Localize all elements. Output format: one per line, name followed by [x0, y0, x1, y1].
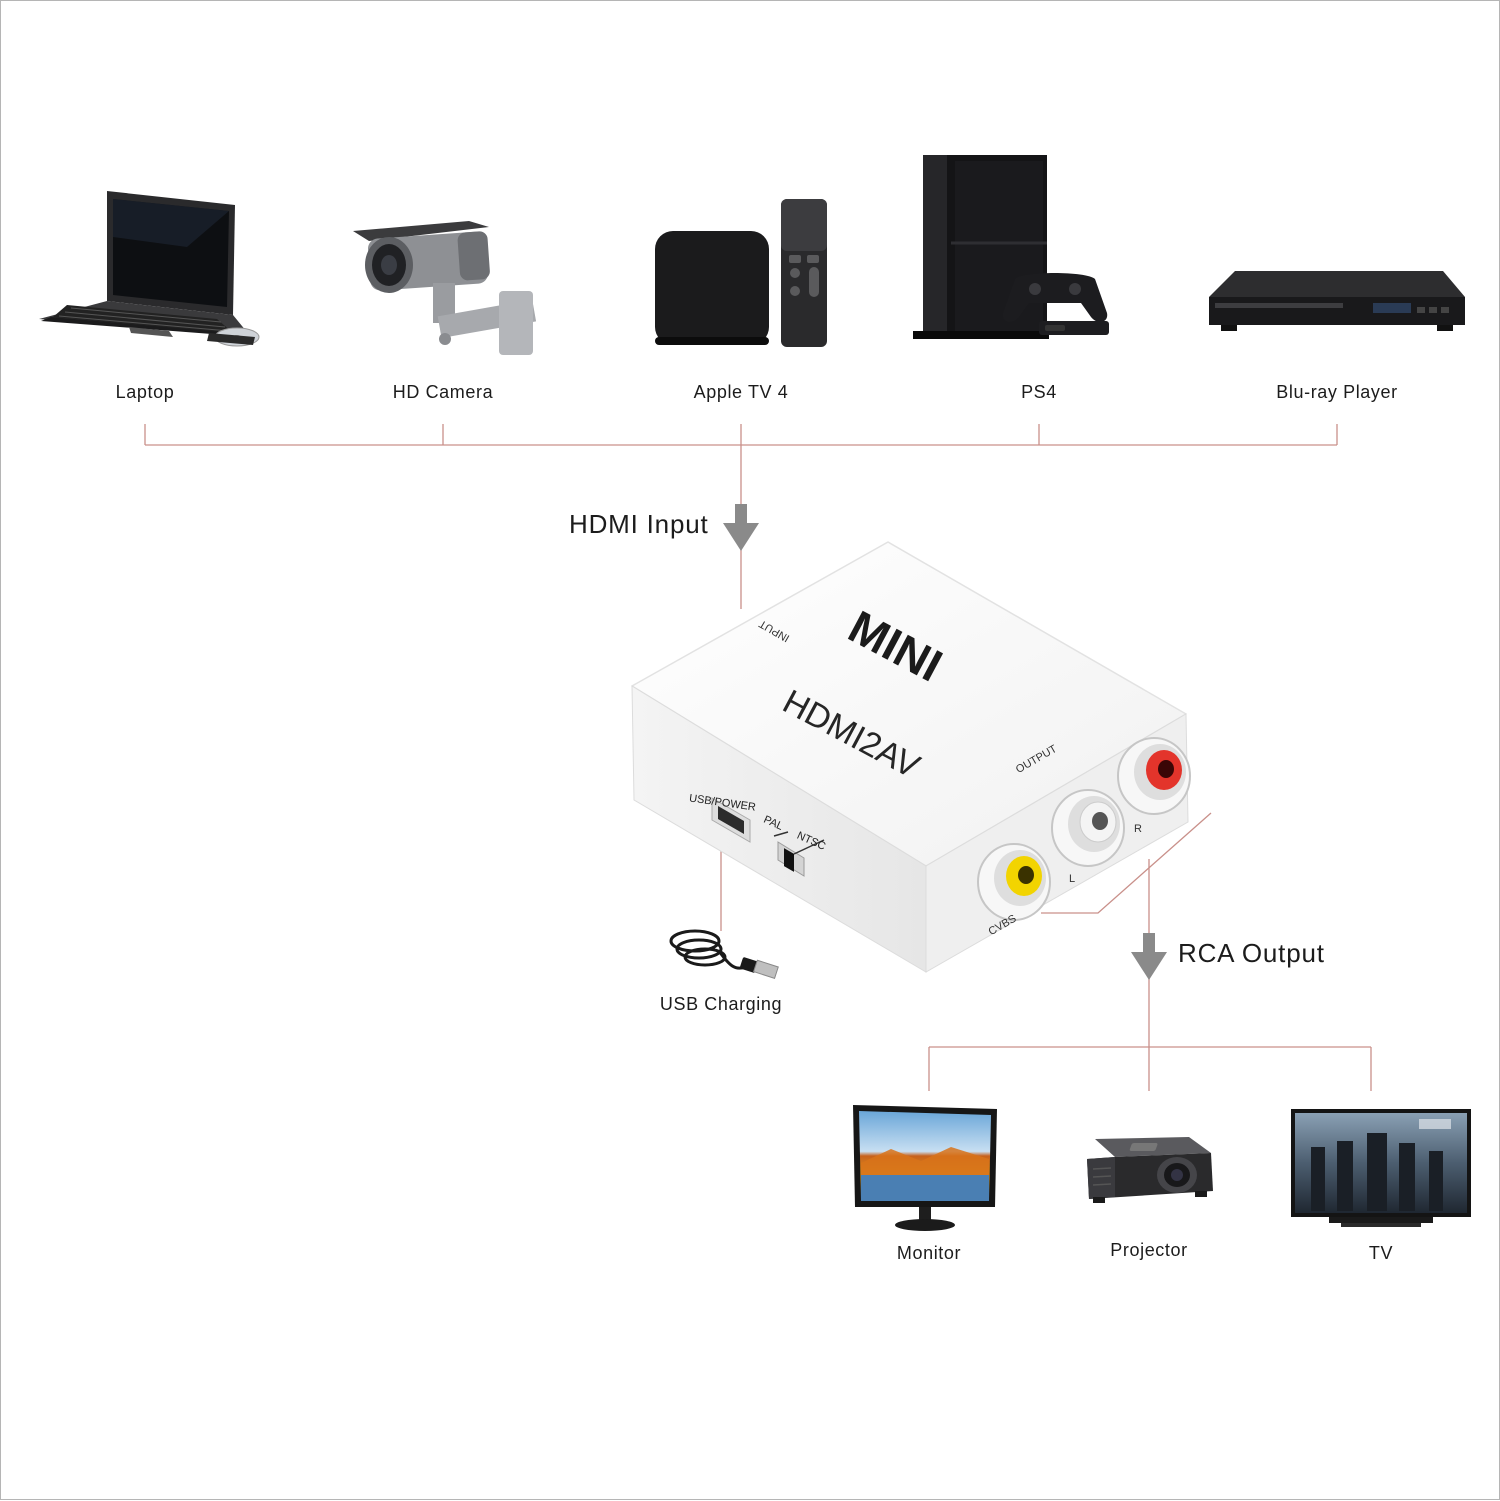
- hdmi-input-label: HDMI Input: [569, 509, 709, 539]
- usb-cable-icon: [665, 921, 779, 987]
- rca-jack-right: [1117, 737, 1191, 815]
- usb-power-port: [711, 797, 751, 843]
- device-label-bluray: Blu-ray Player: [1276, 382, 1398, 402]
- tv-icon: [1289, 1107, 1473, 1231]
- cctv-camera-icon: [349, 221, 539, 356]
- jack-right-label: R: [1134, 823, 1142, 835]
- rca-jack-left: [1051, 789, 1125, 867]
- device-label-projector: Projector: [1110, 1240, 1188, 1260]
- device-label-ps4: PS4: [1021, 382, 1057, 402]
- rca-output-label: RCA Output: [1178, 938, 1325, 968]
- rca-bracket-line: [1041, 812, 1212, 914]
- laptop-icon: [37, 187, 260, 362]
- hdmi-input-arrow-icon: [723, 504, 759, 551]
- rca-jack-cvbs: [977, 843, 1051, 921]
- rca-output-arrow-icon: [1131, 933, 1167, 980]
- usb-charging-label: USB Charging: [659, 994, 783, 1014]
- device-label-hd-camera: HD Camera: [392, 382, 494, 402]
- hdmi2av-converter: MINI HDMI2AV INPUT OUTPUT USB/POWER PAL …: [626, 536, 1206, 976]
- apple-tv-icon: [653, 197, 833, 349]
- jack-left-label: L: [1069, 873, 1075, 885]
- projector-icon: [1085, 1135, 1217, 1205]
- bluray-player-icon: [1207, 269, 1467, 335]
- device-label-monitor: Monitor: [896, 1243, 962, 1263]
- pal-ntsc-switch: [773, 831, 825, 877]
- device-label-laptop: Laptop: [115, 382, 175, 402]
- device-label-apple-tv: Apple TV 4: [693, 382, 789, 402]
- device-label-tv: TV: [1368, 1243, 1394, 1263]
- monitor-icon: [851, 1103, 1001, 1235]
- game-console-icon: [911, 153, 1111, 343]
